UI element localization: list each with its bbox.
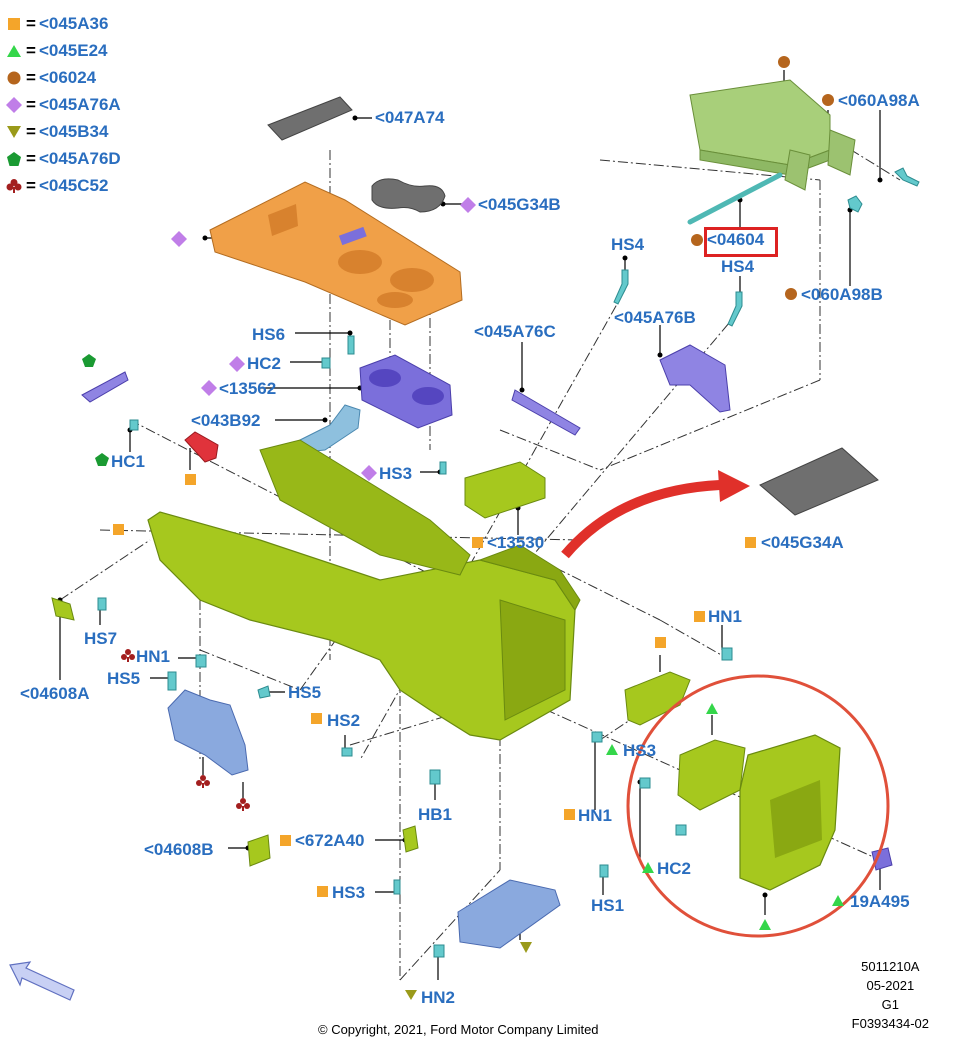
legend-code: <06024 xyxy=(38,68,97,87)
purple-strip-left xyxy=(81,371,129,403)
olive-triangle-down-icon xyxy=(7,126,21,138)
main-console xyxy=(147,439,581,741)
green-pentagon-icon xyxy=(7,152,21,166)
blue-bracket-left xyxy=(167,689,249,776)
callout-hs7: HS7 xyxy=(84,629,118,648)
copyright-notice: © Copyright, 2021, Ford Motor Company Li… xyxy=(318,1022,599,1037)
callout-hs5-right: HS5 xyxy=(288,683,322,702)
callout-hs6: HS6 xyxy=(252,325,286,344)
legend-row-circle: =<06024 xyxy=(6,67,96,89)
callout-672A40: <672A40 xyxy=(295,831,365,850)
rear-frame xyxy=(677,739,746,811)
blue-bracket-bottom xyxy=(457,879,561,949)
highlight-circle xyxy=(626,674,890,938)
callout-043B92: <043B92 xyxy=(191,411,261,430)
figure-id: 5011210A xyxy=(861,959,920,974)
callout-hn2: HN2 xyxy=(421,988,456,1007)
callout-047A74: <047A74 xyxy=(375,108,445,127)
callout-hs1: HS1 xyxy=(591,896,625,915)
red-curved-arrow xyxy=(561,480,721,559)
callout-045A76B: <045A76B xyxy=(614,308,696,327)
rear-clip-19A495 xyxy=(871,847,893,871)
armrest-lid xyxy=(689,79,856,191)
right-bracket xyxy=(624,671,691,726)
callout-060A98A: <060A98A xyxy=(838,91,920,110)
left-endcap xyxy=(51,597,75,621)
highlight-box-04604 xyxy=(704,227,778,257)
green-triangle-icon xyxy=(7,45,21,57)
callout-04608A: <04608A xyxy=(20,684,90,703)
legend-code: <045E24 xyxy=(38,41,108,60)
cupholder-mat xyxy=(371,178,446,213)
legend-row-square: =<045A36 xyxy=(6,13,108,35)
legend-code: <045B34 xyxy=(38,122,109,141)
legend-code: <045A76D xyxy=(38,149,121,168)
callout-hb1: HB1 xyxy=(418,805,453,824)
callout-045G34B: <045G34B xyxy=(478,195,561,214)
callout-045A76C: <045A76C xyxy=(474,322,556,341)
hinge-rod xyxy=(687,172,783,225)
callout-04604: <04604 xyxy=(707,230,765,249)
orange-square-icon xyxy=(8,18,20,30)
legend-row-pentagon: =<045A76D xyxy=(6,148,121,170)
brown-circle-icon xyxy=(7,71,21,85)
callout-hc1: HC1 xyxy=(111,452,146,471)
figure-meta: 5011210A 05-2021 G1 F0393434-02 xyxy=(852,957,929,1033)
purple-strip-c xyxy=(511,389,581,436)
callout-hn1-left: HN1 xyxy=(136,647,171,666)
figure-revision: G1 xyxy=(881,997,899,1012)
legend-row-triangle-down: =<045B34 xyxy=(6,121,108,143)
callout-hn1-right: HN1 xyxy=(708,607,743,626)
legend-code: <045A36 xyxy=(38,14,109,33)
callout-hs5-left: HS5 xyxy=(107,669,141,688)
callout-04608B: <04608B xyxy=(144,840,214,859)
callout-hs4-lower: HS4 xyxy=(721,257,755,276)
callout-13562: <13562 xyxy=(219,379,277,398)
callout-045G34A: <045G34A xyxy=(761,533,844,552)
direction-arrow-icon xyxy=(9,961,75,1001)
figure-date: 05-2021 xyxy=(866,978,915,993)
orange-trim-panel xyxy=(209,181,463,326)
legend-row-diamond: =<045A76A xyxy=(6,94,121,116)
callout-hs4-upper: HS4 xyxy=(611,235,645,254)
tray-mat xyxy=(759,447,879,516)
purple-diamond-icon xyxy=(6,97,22,113)
callout-19A495: 19A495 xyxy=(850,892,910,911)
callout-hn1-lower: HN1 xyxy=(578,806,613,825)
callout-hs3-lower: HS3 xyxy=(332,883,366,902)
top-bezel xyxy=(267,96,353,141)
callout-hs3-upper: HS3 xyxy=(379,464,413,483)
legend-row-club: =<045C52 xyxy=(6,175,108,197)
callout-060A98B: <060A98B xyxy=(801,285,883,304)
callout-hs2: HS2 xyxy=(327,711,361,730)
purple-bezel-b xyxy=(659,344,731,413)
lower-cover-b xyxy=(247,834,271,867)
callout-hs3-right: HS3 xyxy=(623,741,657,760)
cupholder-insert xyxy=(359,354,453,429)
figure-number: F0393434-02 xyxy=(851,1016,929,1031)
red-socket xyxy=(184,431,219,463)
storage-tray xyxy=(464,461,546,519)
callout-13530: <13530 xyxy=(487,533,545,552)
legend-row-triangle: =<045E24 xyxy=(6,40,107,62)
light-blue-bracket xyxy=(299,404,361,453)
callout-hc2-upper: HC2 xyxy=(247,354,282,373)
legend-code: <045A76A xyxy=(38,95,121,114)
legend-code: <045C52 xyxy=(38,176,109,195)
red-club-icon xyxy=(6,179,22,193)
callout-hc2-lower: HC2 xyxy=(657,859,692,878)
clip-672A40 xyxy=(402,825,419,853)
